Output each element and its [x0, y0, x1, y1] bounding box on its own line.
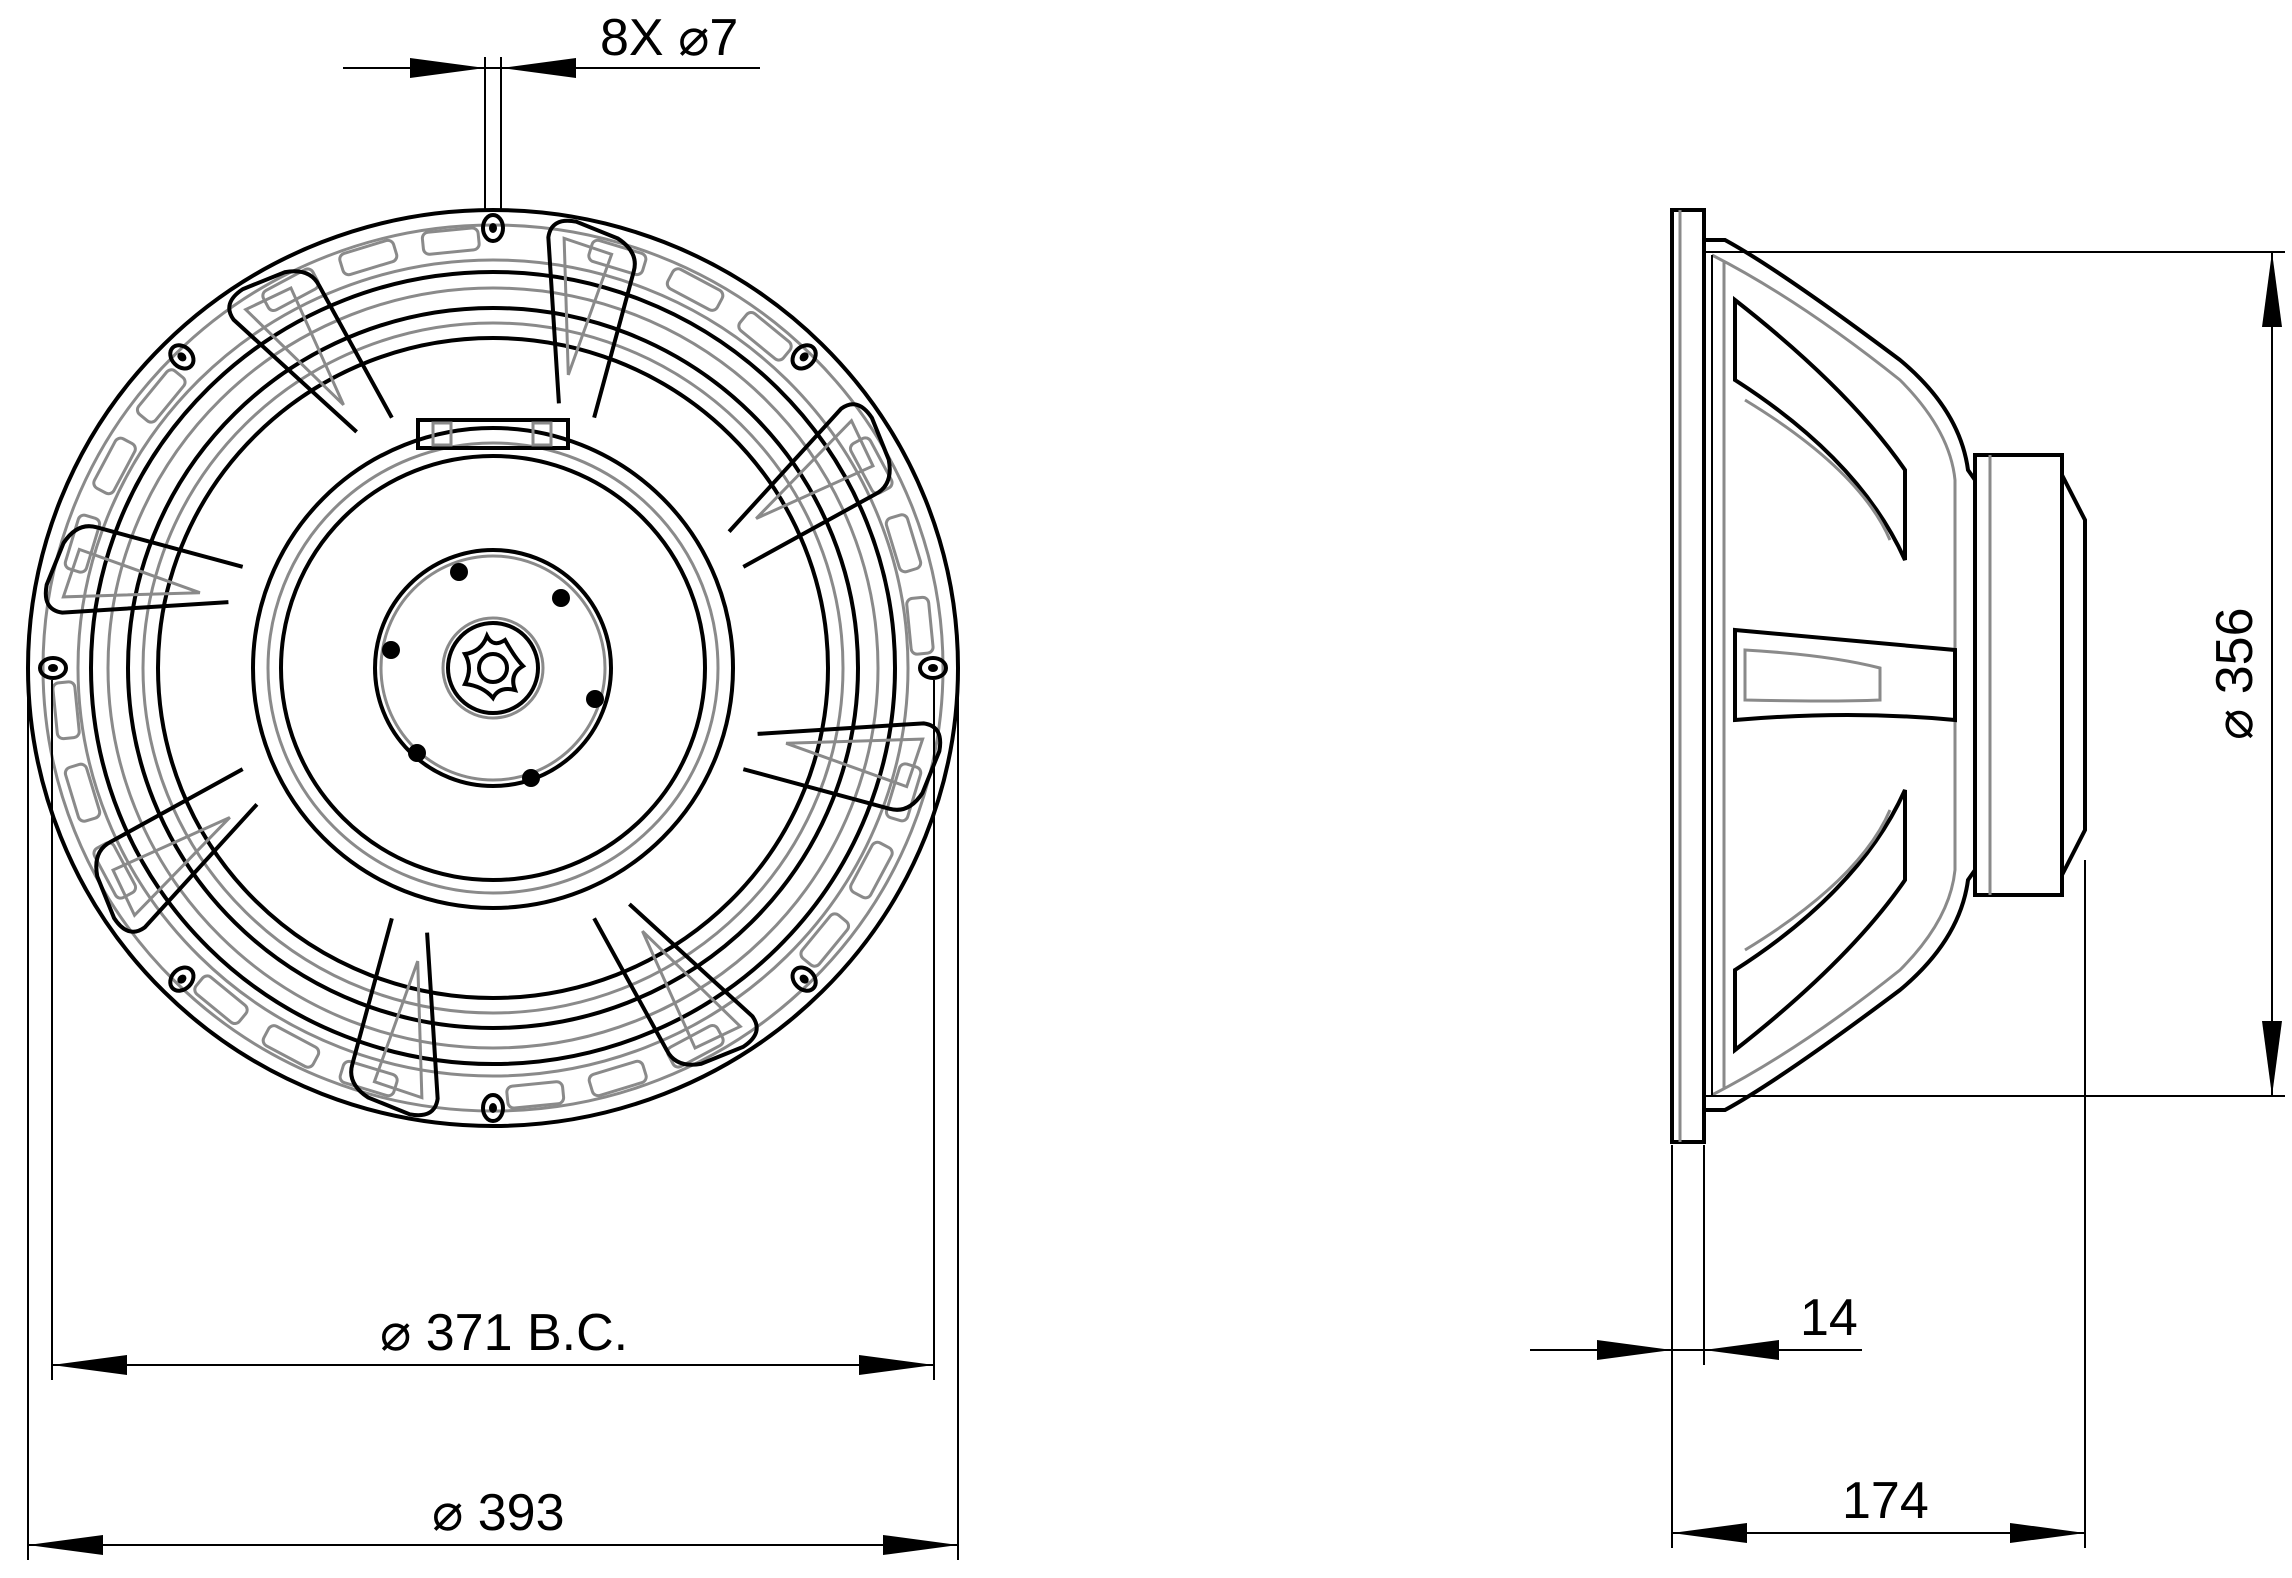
flange-thickness-label: 14	[1800, 1289, 1858, 1347]
flange-slot	[737, 310, 793, 362]
flange-slot	[92, 436, 137, 496]
bolt-circle-label: ⌀ 371 B.C.	[380, 1304, 628, 1362]
dim-flange-thickness: 14	[1530, 1145, 1862, 1548]
basket-spokes	[36, 211, 950, 1125]
dim-outer-diameter: ⌀ 393	[27, 668, 959, 1560]
mounting-hole	[481, 213, 505, 243]
flange-slot	[135, 368, 187, 424]
plate-bolts	[382, 563, 604, 787]
mounting-hole	[168, 343, 196, 371]
side-flange	[1670, 208, 1706, 1144]
pole-vent	[441, 616, 545, 720]
flange-slot	[51, 680, 81, 741]
mounting-hole	[790, 343, 818, 371]
body-diameter-label: ⌀ 356	[2206, 607, 2264, 740]
flange-slot	[63, 762, 102, 823]
backplate	[373, 548, 613, 788]
front-view	[26, 208, 960, 1128]
flange-slot	[665, 267, 725, 312]
flange-slot	[587, 1059, 648, 1098]
flange-slot	[505, 1080, 566, 1110]
side-magnet	[1973, 453, 2064, 897]
flange-slot	[799, 912, 851, 968]
side-view	[1670, 208, 2087, 1144]
dim-depth: 174	[1672, 860, 2086, 1548]
mounting-hole	[790, 965, 818, 993]
dim-bolt-circle: ⌀ 371 B.C.	[51, 680, 935, 1380]
flange-slot	[849, 840, 894, 900]
depth-label: 174	[1842, 1472, 1929, 1530]
outer-flange-edge	[26, 208, 960, 1128]
flange-slots	[51, 226, 935, 1110]
flange-slot	[338, 238, 399, 277]
flange-slot	[884, 513, 923, 574]
mounting-holes	[38, 213, 948, 1123]
mounting-hole	[918, 656, 948, 680]
mounting-hole	[38, 656, 68, 680]
holes-label: 8X ⌀7	[600, 9, 738, 67]
terminal-block	[416, 418, 570, 450]
dim-body-diameter: ⌀ 356	[1704, 251, 2285, 1097]
flange-slot	[193, 974, 249, 1026]
magnet-outer	[251, 426, 735, 910]
flange-slot	[884, 762, 923, 823]
flange-slot	[587, 238, 648, 277]
flange-slot	[338, 1059, 399, 1098]
outer-diameter-label: ⌀ 393	[432, 1484, 565, 1542]
flange-slot	[63, 513, 102, 574]
mounting-hole	[481, 1093, 505, 1123]
flange-slot	[420, 226, 481, 256]
dim-holes: 8X ⌀7	[343, 9, 760, 210]
flange-slot	[905, 595, 935, 656]
flange-slot	[261, 1024, 321, 1069]
mounting-hole	[168, 965, 196, 993]
